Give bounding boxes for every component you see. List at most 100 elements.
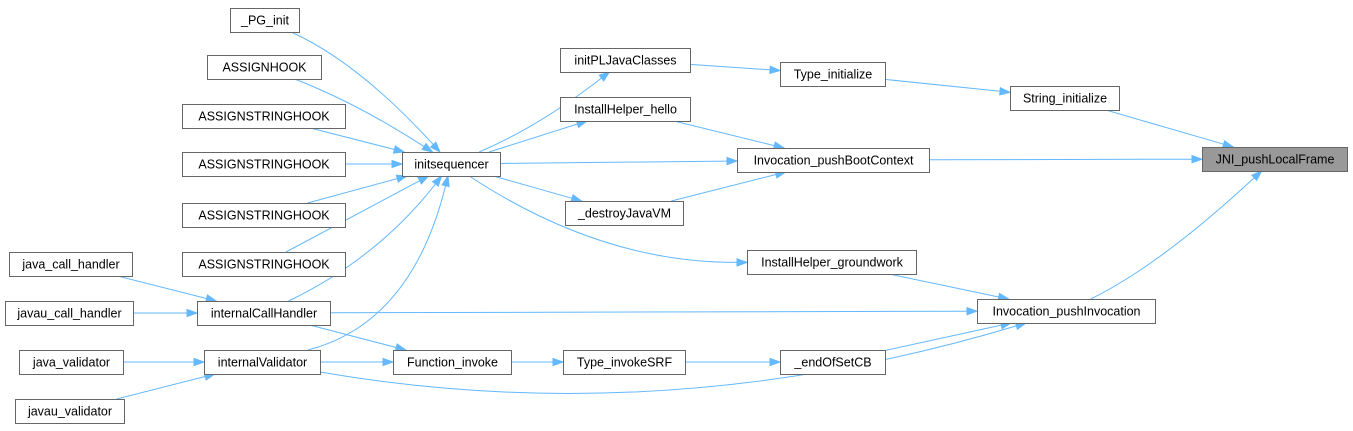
- node-ash2[interactable]: ASSIGNSTRINGHOOK: [182, 152, 346, 177]
- edge-destroyJavaVM-to-Invocation_pushBootContext: [671, 174, 777, 202]
- node-box-String_initialize[interactable]: [1010, 86, 1120, 111]
- node-String_initialize[interactable]: String_initialize: [1010, 86, 1120, 111]
- node-Type_initialize[interactable]: Type_initialize: [780, 62, 886, 87]
- node-label-javau_call_handler: javau_call_handler: [16, 307, 121, 321]
- node-java_call_handler[interactable]: java_call_handler: [9, 252, 133, 277]
- edge-ash1-to-initsequencer: [310, 127, 395, 150]
- arrowhead-Type_initialize-to-String_initialize: [999, 87, 1012, 96]
- node-box-Function_invoke[interactable]: [393, 350, 512, 375]
- node-JNI_pushLocalFrame[interactable]: JNI_pushLocalFrame: [1202, 147, 1348, 172]
- node-Invocation_pushBootContext[interactable]: Invocation_pushBootContext: [737, 148, 930, 173]
- edge-initsequencer-to-InstallHelper_groundwork: [468, 175, 738, 263]
- arrowhead-initPLJavaClasses-to-Type_initialize: [769, 65, 782, 75]
- node-initsequencer[interactable]: initsequencer: [402, 152, 501, 177]
- node-Invocation_pushInvocation[interactable]: Invocation_pushInvocation: [977, 299, 1156, 324]
- node-box-JNI_pushLocalFrame[interactable]: [1202, 147, 1348, 172]
- node-box-ash2[interactable]: [182, 152, 346, 177]
- node-internalCallHandler[interactable]: internalCallHandler: [197, 301, 331, 326]
- edge-pg_init-to-initsequencer: [290, 31, 434, 145]
- arrowhead-ash4-to-initsequencer: [417, 175, 430, 185]
- node-label-assignhook: ASSIGNHOOK: [222, 61, 307, 75]
- edge-Type_initialize-to-String_initialize: [884, 78, 1001, 92]
- node-box-internalValidator[interactable]: [204, 350, 321, 375]
- node-Function_invoke[interactable]: Function_invoke: [393, 350, 512, 375]
- arrowhead-String_initialize-to-JNI_pushLocalFrame: [1221, 139, 1235, 149]
- arrowhead-internalValidator-to-initsequencer: [441, 174, 450, 188]
- node-box-javau_validator[interactable]: [15, 399, 125, 424]
- node-box-ash3[interactable]: [182, 203, 346, 228]
- node-label-InstallHelper_groundwork: InstallHelper_groundwork: [761, 256, 903, 270]
- node-endOfSetCB[interactable]: _endOfSetCB: [780, 350, 886, 375]
- arrowhead-Function_invoke-to-Type_invokeSRF: [552, 357, 565, 367]
- edge-internalCallHandler-to-initsequencer: [288, 183, 436, 302]
- arrowhead-initsequencer-to-InstallHelper_groundwork: [736, 258, 749, 267]
- edge-initPLJavaClasses-to-Type_initialize: [689, 63, 771, 71]
- node-box-pg_init[interactable]: [230, 8, 300, 33]
- edge-InstallHelper_groundwork-to-Invocation_pushInvocation: [888, 273, 999, 298]
- node-label-internalValidator: internalValidator: [218, 356, 307, 370]
- node-ash4[interactable]: ASSIGNSTRINGHOOK: [182, 252, 346, 277]
- node-box-internalCallHandler[interactable]: [197, 301, 331, 326]
- edge-initsequencer-to-Invocation_pushBootContext: [499, 160, 728, 164]
- node-box-initsequencer[interactable]: [402, 152, 501, 177]
- node-box-Invocation_pushInvocation[interactable]: [977, 299, 1156, 324]
- node-destroyJavaVM[interactable]: _destroyJavaVM: [565, 201, 684, 226]
- node-box-javau_call_handler[interactable]: [5, 301, 134, 326]
- node-box-destroyJavaVM[interactable]: [565, 201, 684, 226]
- node-ash1[interactable]: ASSIGNSTRINGHOOK: [182, 104, 346, 129]
- edge-initsequencer-to-destroyJavaVM: [493, 175, 573, 199]
- node-label-java_validator: java_validator: [32, 356, 110, 370]
- node-label-ash1: ASSIGNSTRINGHOOK: [198, 110, 330, 124]
- node-label-String_initialize: String_initialize: [1023, 92, 1107, 106]
- edge-Invocation_pushBootContext-to-JNI_pushLocalFrame: [928, 158, 1193, 161]
- node-box-Type_initialize[interactable]: [780, 62, 886, 87]
- node-label-destroyJavaVM: _destroyJavaVM: [577, 207, 671, 221]
- arrowhead-initsequencer-to-initPLJavaClasses: [598, 71, 611, 82]
- node-label-Type_invokeSRF: Type_invokeSRF: [577, 356, 673, 370]
- node-InstallHelper_hello[interactable]: InstallHelper_hello: [560, 97, 691, 122]
- edge-assignhook-to-initsequencer: [294, 78, 425, 148]
- edge-internalCallHandler-to-Invocation_pushInvocation: [329, 310, 968, 314]
- node-box-assignhook[interactable]: [207, 55, 322, 80]
- node-box-endOfSetCB[interactable]: [780, 350, 886, 375]
- node-label-ash2: ASSIGNSTRINGHOOK: [198, 158, 330, 172]
- arrowhead-initsequencer-to-Invocation_pushBootContext: [726, 156, 739, 166]
- node-label-internalCallHandler: internalCallHandler: [211, 307, 317, 321]
- node-label-JNI_pushLocalFrame: JNI_pushLocalFrame: [1216, 153, 1335, 167]
- edge-internalValidator-to-Invocation_pushInvocation: [319, 325, 1017, 394]
- arrowhead-internalValidator-to-Function_invoke: [382, 357, 395, 367]
- arrowhead-Type_invokeSRF-to-endOfSetCB: [769, 357, 782, 367]
- node-box-Invocation_pushBootContext[interactable]: [737, 148, 930, 173]
- node-box-InstallHelper_hello[interactable]: [560, 97, 691, 122]
- node-Type_invokeSRF[interactable]: Type_invokeSRF: [563, 350, 686, 375]
- node-label-initsequencer: initsequencer: [414, 158, 488, 172]
- node-box-java_call_handler[interactable]: [9, 252, 133, 277]
- edge-initsequencer-to-initPLJavaClasses: [479, 77, 602, 153]
- node-internalValidator[interactable]: internalValidator: [204, 350, 321, 375]
- arrowhead-internalCallHandler-to-initsequencer: [431, 174, 443, 187]
- node-box-ash1[interactable]: [182, 104, 346, 129]
- node-box-Type_invokeSRF[interactable]: [563, 350, 686, 375]
- node-ash3[interactable]: ASSIGNSTRINGHOOK: [182, 203, 346, 228]
- node-label-InstallHelper_hello: InstallHelper_hello: [574, 103, 677, 117]
- edge-internalValidator-to-initsequencer: [307, 185, 447, 351]
- node-label-Type_initialize: Type_initialize: [794, 68, 873, 82]
- edges-layer: [116, 31, 1263, 400]
- node-javau_call_handler[interactable]: javau_call_handler: [5, 301, 134, 326]
- node-javau_validator[interactable]: javau_validator: [15, 399, 125, 424]
- node-java_validator[interactable]: java_validator: [19, 350, 124, 375]
- node-label-java_call_handler: java_call_handler: [21, 258, 119, 272]
- node-pg_init[interactable]: _PG_init: [230, 8, 300, 33]
- node-box-initPLJavaClasses[interactable]: [560, 48, 691, 73]
- node-initPLJavaClasses[interactable]: initPLJavaClasses: [560, 48, 691, 73]
- node-label-pg_init: _PG_init: [240, 14, 289, 28]
- node-box-ash4[interactable]: [182, 252, 346, 277]
- node-assignhook[interactable]: ASSIGNHOOK: [207, 55, 322, 80]
- node-box-InstallHelper_groundwork[interactable]: [747, 250, 917, 275]
- edge-ash4-to-initsequencer: [285, 180, 420, 253]
- node-label-Invocation_pushInvocation: Invocation_pushInvocation: [992, 305, 1140, 319]
- node-InstallHelper_groundwork[interactable]: InstallHelper_groundwork: [747, 250, 917, 275]
- node-label-Invocation_pushBootContext: Invocation_pushBootContext: [754, 154, 914, 168]
- node-box-java_validator[interactable]: [19, 350, 124, 375]
- edge-Invocation_pushInvocation-to-JNI_pushLocalFrame: [1090, 177, 1255, 300]
